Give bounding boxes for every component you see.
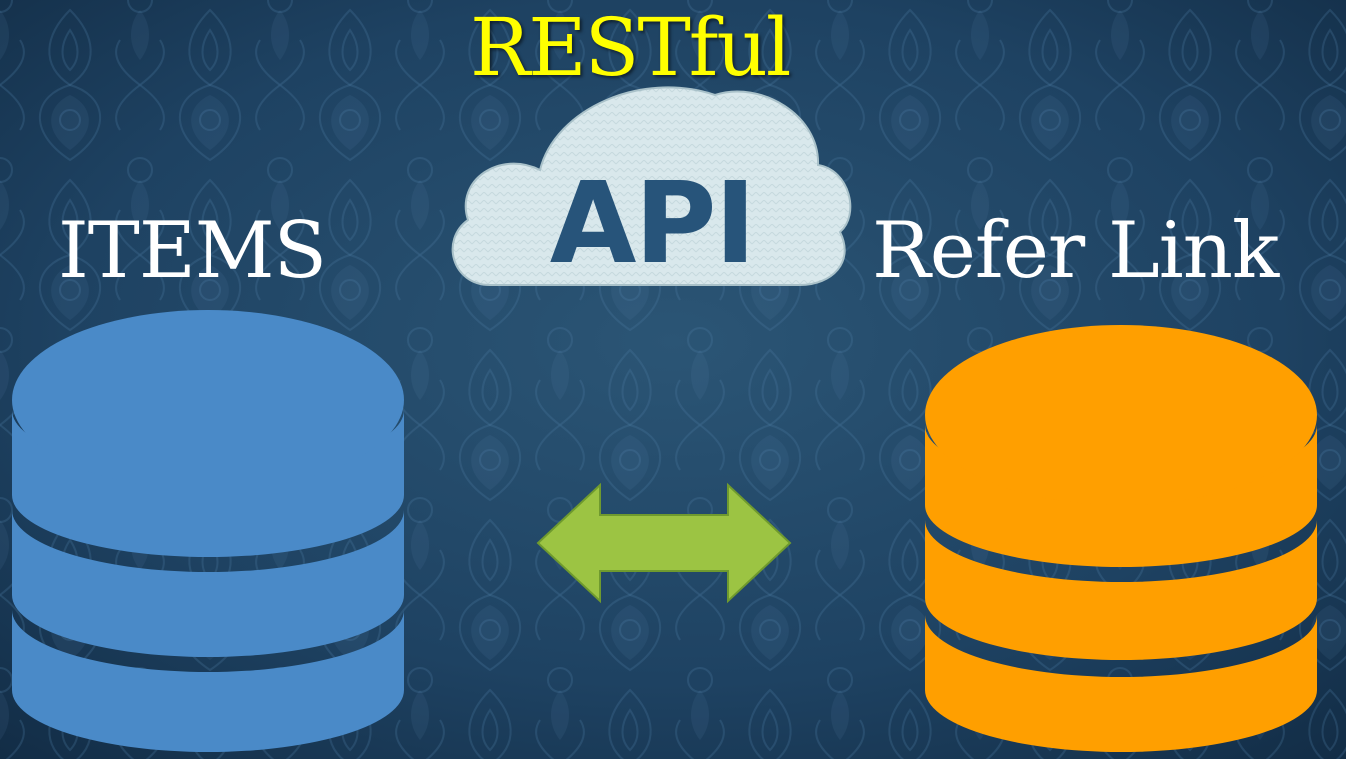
items-label: ITEMS (58, 206, 327, 296)
cloud-icon (451, 86, 852, 286)
refer-link-database-icon (925, 325, 1317, 752)
restful-title: RESTful (470, 1, 792, 94)
items-database-icon (12, 310, 404, 752)
api-label: API (550, 159, 754, 289)
double-arrow-icon (536, 482, 792, 604)
refer-link-label: Refer Link (872, 206, 1279, 296)
